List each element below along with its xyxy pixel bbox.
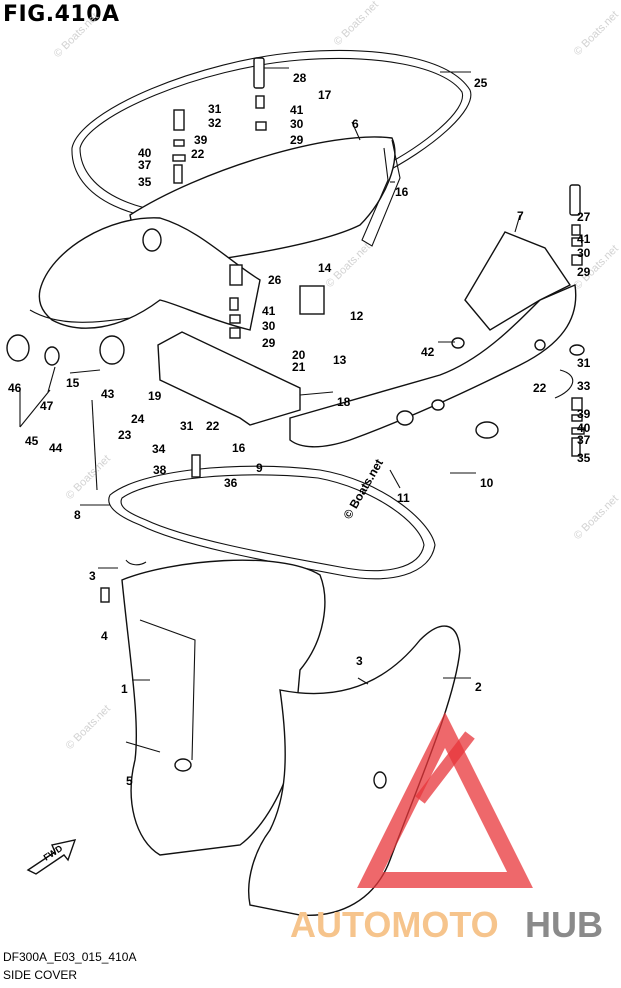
callout-10: 10 — [480, 476, 494, 490]
callout-16: 16 — [395, 185, 409, 199]
callout-30: 30 — [262, 319, 276, 333]
callout-47: 47 — [40, 399, 54, 413]
part-8-seal-frame — [108, 465, 436, 580]
callout-35: 35 — [577, 451, 591, 465]
part-18-bracket — [157, 331, 301, 426]
callout-40: 40 — [138, 146, 152, 160]
callout-19: 19 — [148, 389, 162, 403]
watermark-text: © Boats.net — [52, 11, 101, 60]
part-1-left-lower-cover — [121, 559, 326, 856]
callout-6: 6 — [352, 117, 359, 131]
callout-1: 1 — [121, 682, 128, 696]
brand-logo: AUTOMOTO HUB — [290, 712, 603, 945]
callout-27: 27 — [577, 210, 591, 224]
callout-39: 39 — [194, 133, 208, 147]
callout-3: 3 — [89, 569, 96, 583]
callout-13: 13 — [333, 353, 347, 367]
callout-8: 8 — [74, 508, 81, 522]
callout-36: 36 — [224, 476, 238, 490]
brand-hub-text: HUB — [525, 904, 603, 945]
callout-43: 43 — [101, 387, 115, 401]
callout-11: 11 — [397, 491, 410, 505]
callout-12: 12 — [350, 309, 364, 323]
fasteners — [100, 57, 585, 753]
figure-caption: SIDE COVER — [3, 968, 78, 982]
watermark-text: © Boats.net — [64, 453, 113, 502]
watermark-text: © Boats.net — [572, 9, 621, 58]
part-43-grommet — [99, 335, 125, 365]
callout-21: 21 — [292, 360, 306, 374]
callout-34: 34 — [152, 442, 166, 456]
callout-32: 32 — [208, 116, 222, 130]
callout-40: 40 — [577, 421, 591, 435]
callout-22: 22 — [191, 147, 205, 161]
callout-5: 5 — [126, 774, 133, 788]
callout-33: 33 — [577, 379, 591, 393]
callout-2: 2 — [475, 680, 482, 694]
callout-31: 31 — [180, 419, 194, 433]
fwd-arrow-icon: FWD — [26, 839, 77, 875]
callout-37: 37 — [138, 158, 152, 172]
callout-44: 44 — [49, 441, 63, 455]
part-15-seal — [29, 309, 131, 323]
callout-18: 18 — [337, 395, 351, 409]
callout-17: 17 — [318, 88, 332, 102]
leader-lines — [69, 67, 521, 681]
part-46-grommet — [6, 334, 30, 362]
callout-29: 29 — [290, 133, 304, 147]
callout-29: 29 — [577, 265, 591, 279]
watermark-text: © Boats.net — [332, 0, 381, 48]
callout-9: 9 — [256, 461, 263, 475]
callout-16: 16 — [232, 441, 246, 455]
callout-46: 46 — [8, 381, 22, 395]
watermark-text: © Boats.net — [572, 493, 621, 542]
callout-4: 4 — [101, 629, 108, 643]
part-7-right-cover — [289, 283, 577, 448]
callout-22: 22 — [533, 381, 547, 395]
callout-14: 14 — [318, 261, 332, 275]
callout-29: 29 — [262, 336, 276, 350]
callout-35: 35 — [138, 175, 152, 189]
callout-7: 7 — [517, 209, 524, 223]
watermark-text: © Boats.net — [64, 703, 113, 752]
callout-37: 37 — [577, 433, 591, 447]
part-44-tie — [91, 399, 98, 491]
callout-31: 31 — [577, 356, 591, 370]
callout-23: 23 — [118, 428, 132, 442]
callout-41: 41 — [577, 232, 591, 246]
callout-30: 30 — [577, 246, 591, 260]
callout-30: 30 — [290, 117, 304, 131]
callout-28: 28 — [293, 71, 307, 85]
brand-auto-text: AUTOMOTO — [290, 904, 499, 945]
callout-42: 42 — [421, 345, 435, 359]
callout-26: 26 — [268, 273, 282, 287]
callout-41: 41 — [290, 103, 304, 117]
part-16-strip — [361, 139, 401, 247]
left-cover-upper — [38, 217, 261, 331]
callout-22: 22 — [206, 419, 220, 433]
callout-41: 41 — [262, 304, 276, 318]
part-7-inner — [464, 231, 572, 331]
callout-38: 38 — [153, 463, 167, 477]
callout-15: 15 — [66, 376, 80, 390]
part-47-plug — [44, 346, 60, 366]
figure-title: FIG.410A — [3, 2, 120, 27]
callout-24: 24 — [131, 412, 145, 426]
callout-45: 45 — [25, 434, 39, 448]
callout-3: 3 — [356, 654, 363, 668]
callout-25: 25 — [474, 76, 488, 90]
part-10-plug — [475, 421, 499, 439]
part-2-right-lower-cover — [248, 625, 461, 917]
callout-39: 39 — [577, 407, 591, 421]
center-watermark: © Boats.net — [340, 457, 386, 522]
drawing-id: DF300A_E03_015_410A — [3, 950, 137, 964]
callout-20: 20 — [292, 348, 306, 362]
callout-31: 31 — [208, 102, 222, 116]
